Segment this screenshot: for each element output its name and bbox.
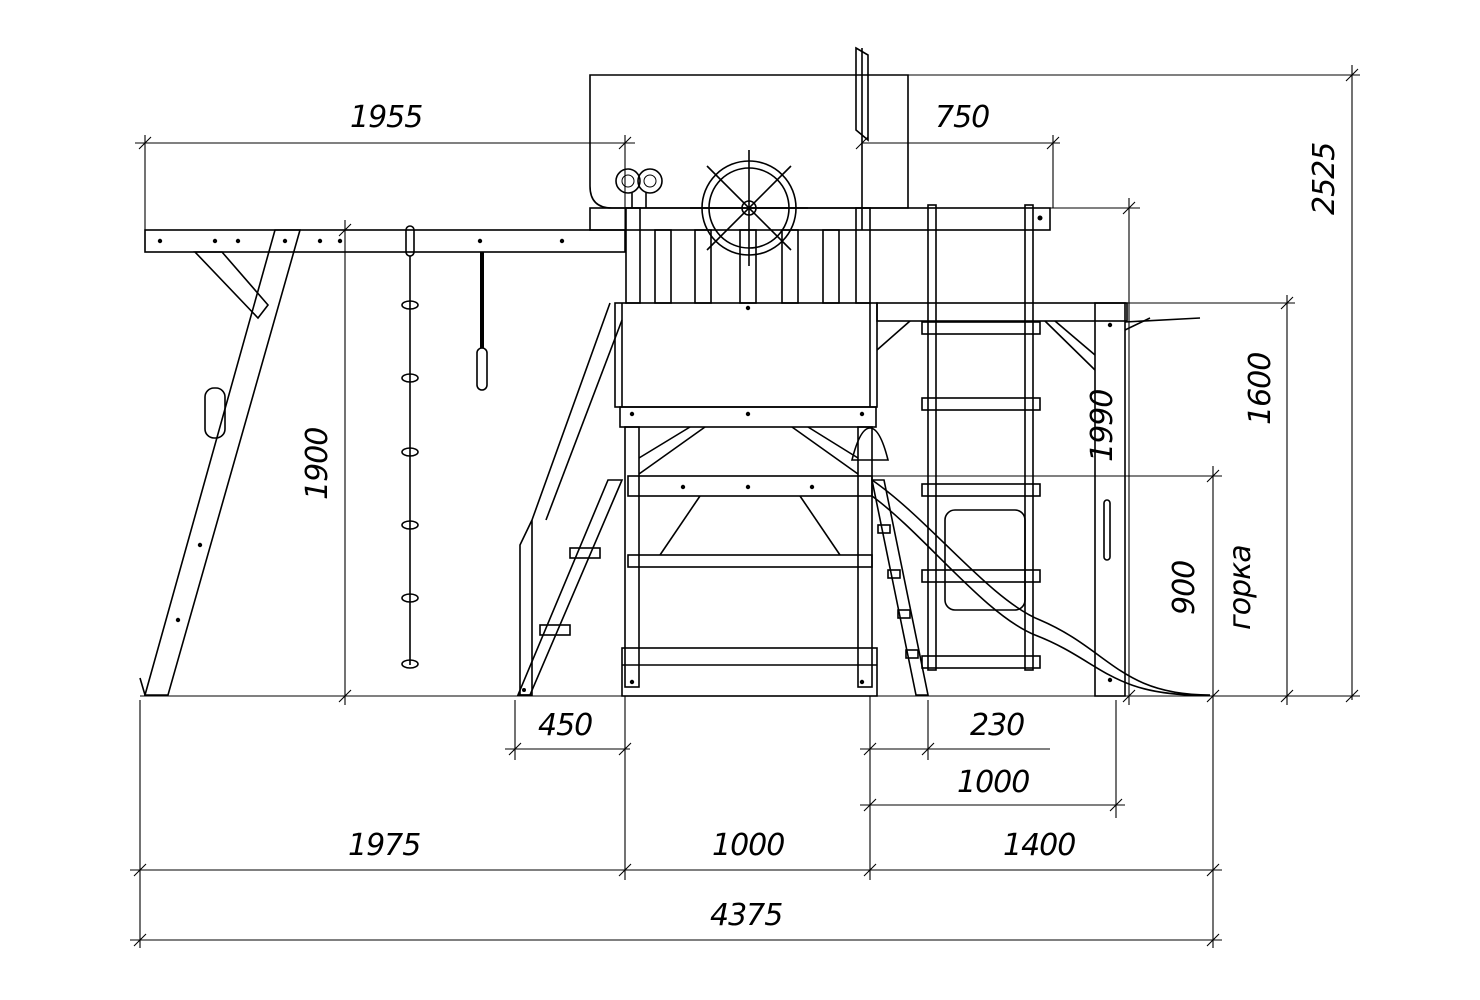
dim-1975: 1975 (348, 828, 420, 863)
dim-1900: 1900 (300, 428, 335, 500)
dimension-labels: 1955 750 2525 1600 1990 1900 900 горка 4… (300, 100, 1342, 933)
slide-steps (871, 479, 929, 696)
dim-1000-inner: 1000 (957, 765, 1029, 800)
tower-stairs (516, 302, 624, 696)
dim-900: 900 (1167, 561, 1202, 615)
slide (871, 479, 1211, 696)
swing-frame (139, 229, 626, 696)
slide-label: горка (1223, 545, 1258, 630)
dim-1955: 1955 (350, 100, 422, 135)
dim-4375: 4375 (710, 898, 782, 933)
dim-450: 450 (538, 708, 592, 743)
climbing-rope (476, 252, 488, 391)
dim-1400: 1400 (1003, 828, 1075, 863)
dimension-lines (130, 65, 1360, 948)
dim-1600: 1600 (1243, 353, 1278, 425)
dim-2525: 2525 (1307, 143, 1342, 215)
dim-1990: 1990 (1085, 390, 1120, 462)
rope-ladder (401, 225, 419, 669)
climbing-ladder (921, 204, 1041, 671)
dim-230: 230 (970, 708, 1024, 743)
dim-750: 750 (935, 100, 989, 135)
dim-1000: 1000 (712, 828, 784, 863)
tower (589, 46, 1051, 697)
